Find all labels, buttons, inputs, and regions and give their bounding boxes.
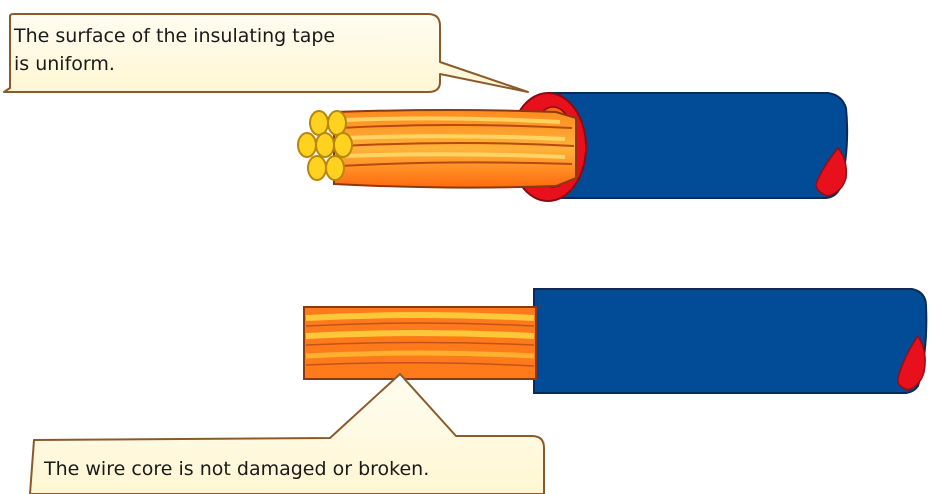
insulating-tape-callout-text: The surface of the insulating tape is un… bbox=[14, 25, 336, 75]
top-callout bbox=[3, 13, 529, 93]
wire-strand-lines-top bbox=[339, 124, 575, 167]
cut-face-right-top bbox=[815, 146, 848, 197]
wire-core-callout-text: The wire core is not damaged or broken. bbox=[44, 458, 430, 480]
cut-face-right-bottom bbox=[896, 334, 926, 391]
wire-strand-ends bbox=[297, 110, 353, 181]
insulation-sleeve-bottom bbox=[533, 288, 928, 394]
insulated-wire-top bbox=[297, 92, 849, 202]
wire-strand-lines-bottom bbox=[305, 312, 535, 367]
bottom-callout-bubble bbox=[29, 373, 545, 494]
bottom-callout bbox=[29, 373, 545, 494]
stripped-wire-bottom bbox=[303, 288, 928, 394]
insulation-sleeve-top bbox=[547, 92, 849, 199]
wire-core-top bbox=[333, 109, 577, 189]
top-callout-bubble bbox=[3, 13, 529, 93]
